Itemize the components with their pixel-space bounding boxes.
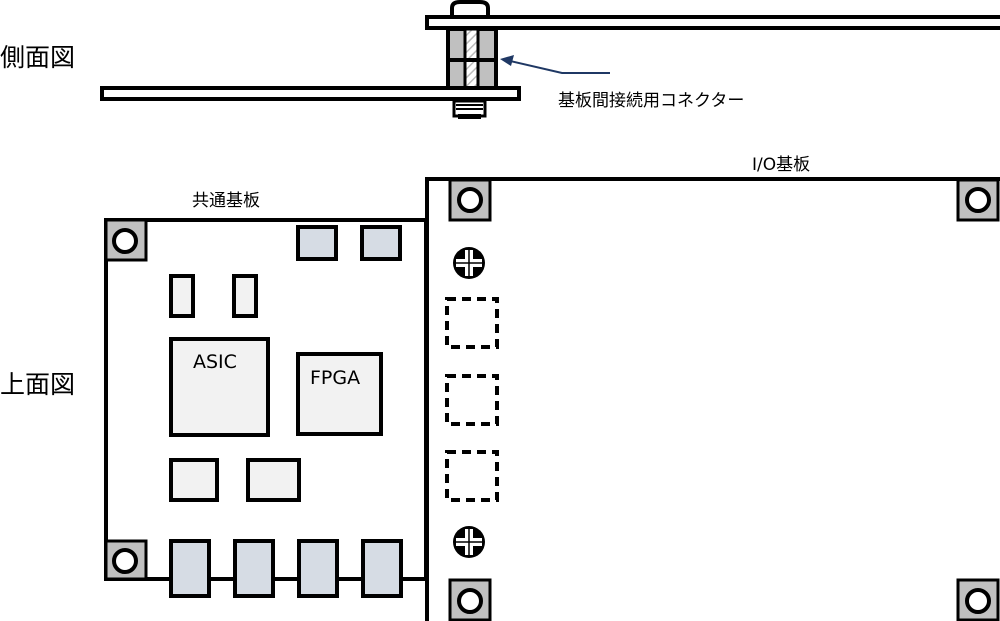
common-board	[104, 218, 428, 598]
nut-thread	[452, 99, 487, 119]
bolt-head	[450, 0, 490, 18]
connector-footprint	[445, 374, 499, 426]
mount-hole	[965, 588, 991, 614]
connector-pad	[297, 539, 339, 598]
lower-board-side	[100, 86, 521, 101]
connector-pad	[361, 539, 403, 598]
connector-footprint	[445, 297, 499, 349]
side-view-label: 側面図	[0, 43, 76, 72]
mount-hole	[457, 588, 483, 614]
mount-hole	[112, 228, 138, 254]
mount-hole	[112, 548, 138, 574]
fpga-label: FPGA	[310, 367, 361, 389]
connector-footprint	[445, 450, 499, 502]
component	[232, 274, 258, 318]
component	[246, 458, 301, 502]
asic-label: ASIC	[193, 351, 237, 373]
top-view-label: 上面図	[0, 370, 76, 399]
connector-label: 基板間接続用コネクター	[558, 91, 745, 111]
io-board-label: I/O基板	[752, 155, 811, 175]
component	[169, 274, 195, 318]
common-board-label: 共通基板	[192, 191, 260, 211]
screw-icon	[453, 247, 485, 279]
connector-pad	[169, 539, 211, 598]
component	[169, 458, 219, 502]
connector-pad	[296, 225, 338, 261]
side-view	[100, 0, 1000, 119]
mount-hole	[965, 187, 991, 213]
upper-board-side	[425, 15, 1000, 30]
connector-arrow	[500, 55, 610, 74]
connector-pad	[360, 225, 402, 261]
fpga-chip	[296, 352, 383, 436]
asic-chip	[169, 337, 270, 437]
connector-pad	[233, 539, 275, 598]
mount-hole	[457, 187, 483, 213]
io-board	[425, 177, 1000, 621]
screw-icon	[453, 526, 485, 558]
